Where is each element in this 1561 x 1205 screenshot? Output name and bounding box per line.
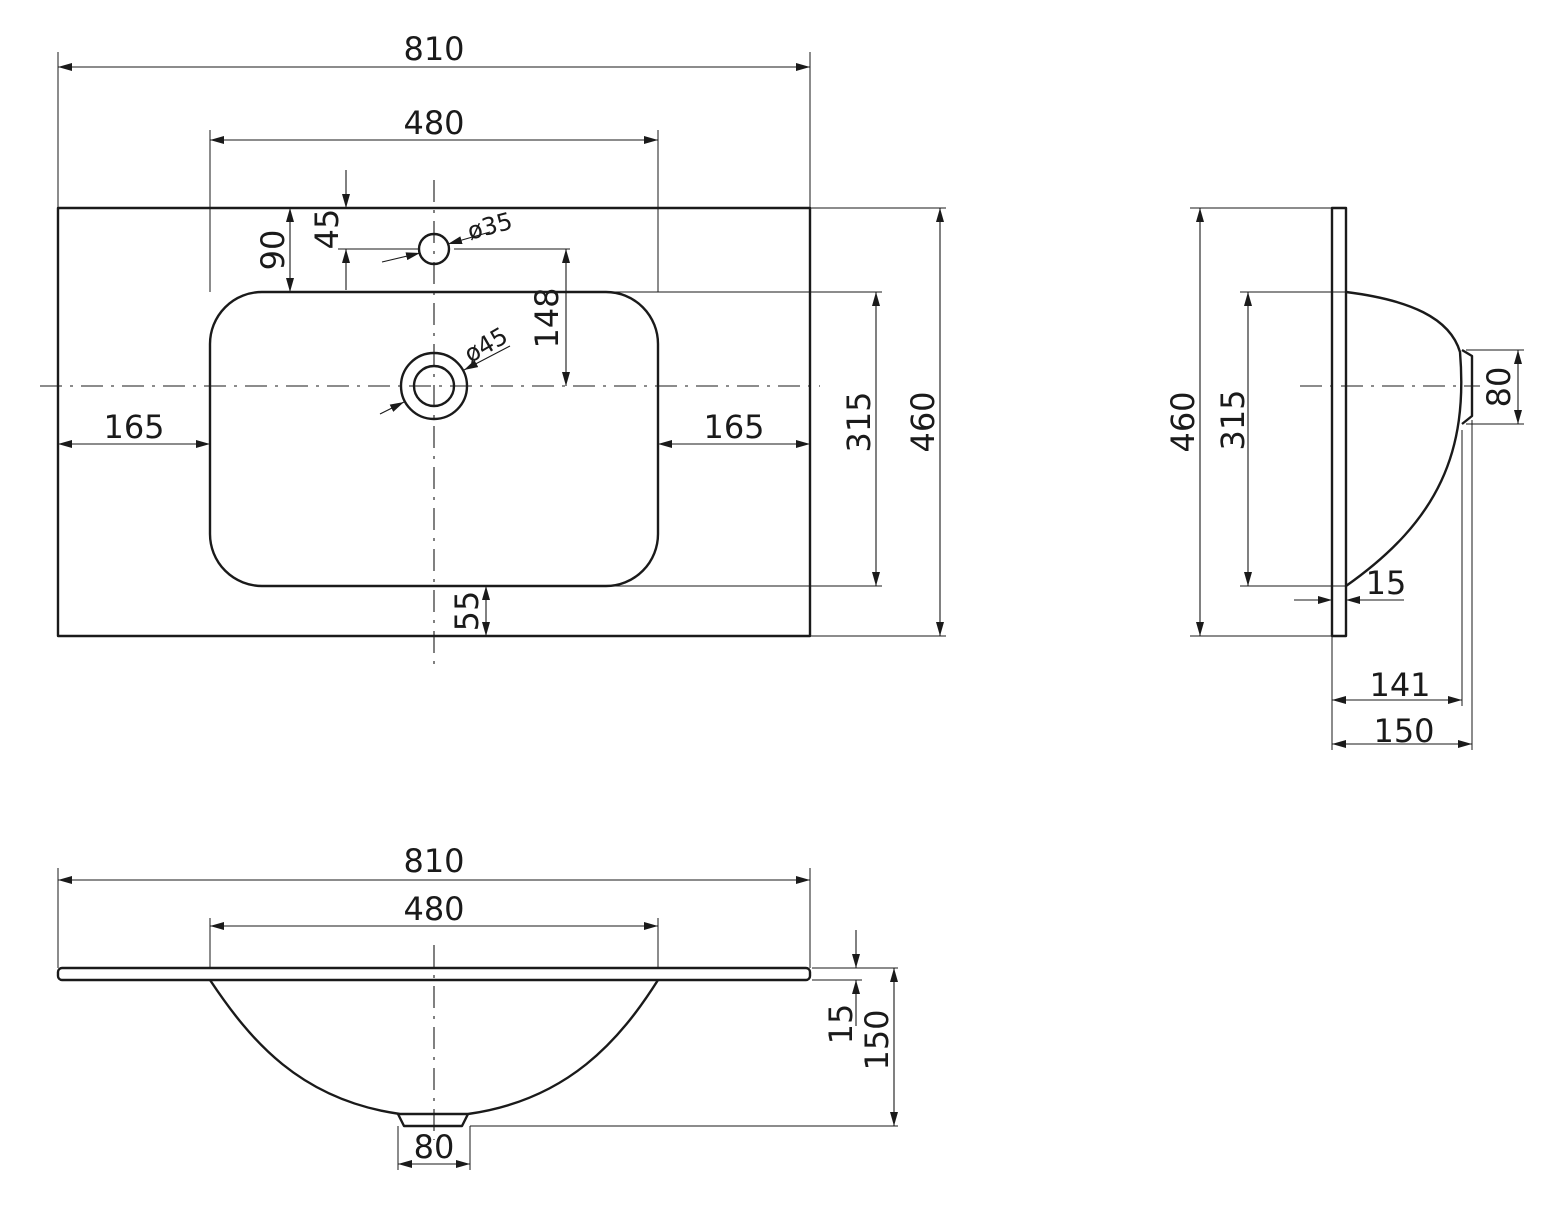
top-view: 810 480 45 90 ø35 ø45 148 165 165 315 46… <box>40 30 946 668</box>
front-slab-thickness-label: 15 <box>822 1004 860 1045</box>
side-margin-left-label: 165 <box>103 408 164 446</box>
side-view: 460 315 80 15 141 150 <box>1164 206 1524 750</box>
side-bowl-depth-label: 315 <box>1214 389 1252 450</box>
tap-hole-diameter-label: ø35 <box>464 207 515 246</box>
side-bowl-profile <box>1345 290 1463 587</box>
front-total-height-label: 150 <box>858 1009 896 1070</box>
front-bowl-width-label: 480 <box>403 890 464 928</box>
bowl-top-offset-label: 90 <box>254 230 292 271</box>
waste-from-bowl-top-label: 148 <box>528 287 566 348</box>
side-margin-right-label: 165 <box>703 408 764 446</box>
side-bowl-height-label: 141 <box>1369 666 1430 704</box>
side-total-height-label: 150 <box>1373 712 1434 750</box>
top-bowl-width-label: 480 <box>403 104 464 142</box>
front-margin-label: 55 <box>448 591 486 632</box>
front-waste-outlet <box>396 1113 470 1128</box>
front-slab <box>56 966 812 982</box>
side-slab-thickness-label: 15 <box>1366 564 1407 602</box>
side-slab <box>1330 206 1348 638</box>
side-waste-outlet-label: 80 <box>1480 367 1518 408</box>
front-overall-width-label: 810 <box>403 842 464 880</box>
top-overall-width-label: 810 <box>403 30 464 68</box>
top-overall-depth-label: 460 <box>904 391 942 452</box>
side-overall-depth-label: 460 <box>1164 391 1202 452</box>
side-waste-outlet <box>1461 348 1474 425</box>
front-view: 810 480 15 150 80 <box>56 842 898 1170</box>
waste-diameter-label: ø45 <box>459 322 512 369</box>
front-waste-outlet-label: 80 <box>414 1128 455 1166</box>
top-bowl-depth-label: 315 <box>840 391 878 452</box>
tap-hole-offset-label: 45 <box>308 209 346 250</box>
